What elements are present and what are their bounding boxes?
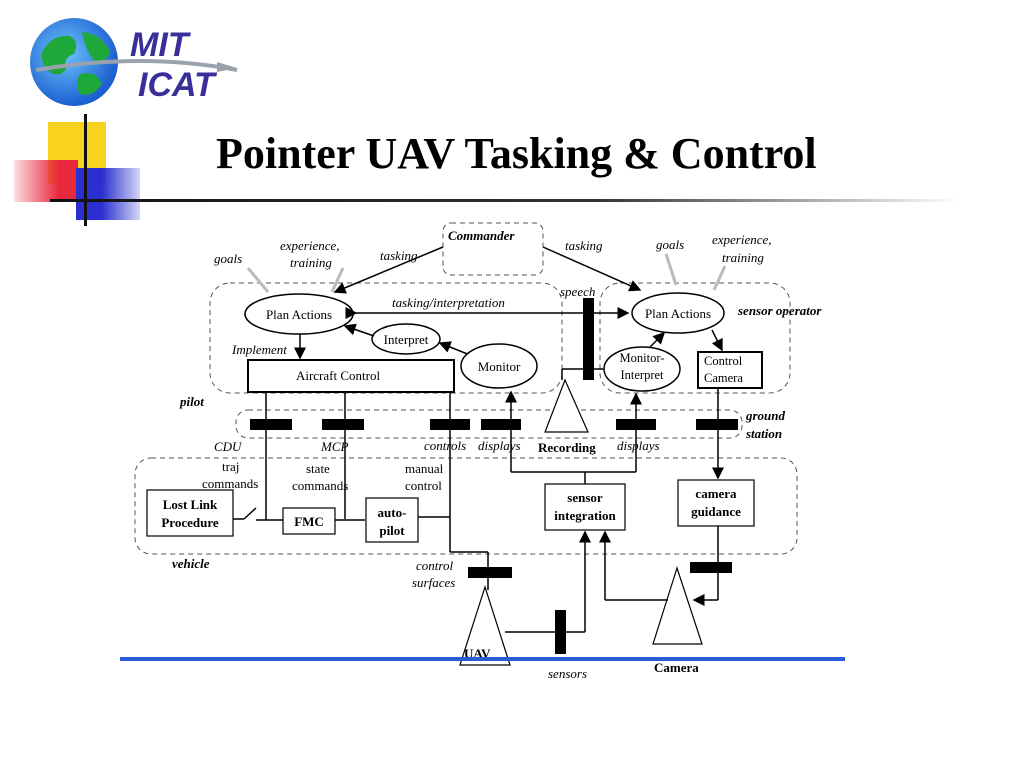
vehicle-region [134,457,798,555]
training-left-label: training [290,255,332,270]
vehicle-label: vehicle [172,556,210,571]
implement-label: Implement [231,342,287,357]
experience-left-label: experience, [280,238,340,253]
camera-guidance-box [677,479,755,527]
fmc-label: FMC [294,514,324,529]
traj-label: traj [222,459,239,474]
sensor-integration-box [544,483,626,531]
title-divider [50,199,960,202]
mcp-label: MCP [320,439,349,454]
uav-triangle [459,585,511,666]
globe-icon [30,18,238,106]
manual-label: manual [405,461,444,476]
state-commands-label: commands [292,478,348,493]
aircraft-control-label: Aircraft Control [296,368,381,383]
training-right-label: training [722,250,764,265]
sensor-integration-label-1: sensor [567,490,603,505]
station-label: station [745,426,782,441]
sensors-label: sensors [548,666,587,681]
control-surfaces-label-2: surfaces [412,575,455,590]
tasking-interpretation-label: tasking/interpretation [392,295,505,310]
lost-link-procedure-box [146,489,234,537]
pilot-label: pilot [179,394,204,409]
recording-triangle [544,378,589,433]
sensor-integration-label-2: integration [554,508,616,523]
plan-actions-left-label: Plan Actions [266,307,332,322]
speech-channel-bar [583,298,594,380]
deco-red-square [14,160,78,202]
commander-label: Commander [448,228,515,243]
sensors-bar [555,610,566,654]
recording-label: Recording [538,440,596,455]
deco-vertical-line [84,114,87,226]
manual-control-label: control [405,478,442,493]
camera-guidance-label-1: camera [695,486,737,501]
control-camera-label-1: Control [704,354,743,368]
sensor-operator-region [599,282,791,394]
monitor-interpret-label-1: Monitor- [620,351,665,365]
logo-icat-text: ICAT [138,66,215,104]
camera-interface-bar [696,419,738,430]
monitor-interpret-label-2: Interpret [620,368,664,382]
monitor-node [460,343,538,389]
autopilot-label-2: pilot [379,523,405,538]
speech-label: speech [560,284,595,299]
camera-guidance-label-2: guidance [691,504,741,519]
camera-triangle [652,566,703,645]
monitor-label: Monitor [478,359,521,374]
ground-station-region [235,409,743,439]
aircraft-control-box [247,359,455,393]
control-camera-label-2: Camera [704,371,743,385]
control-surfaces-bar [468,567,512,578]
plan-actions-right-node [631,292,725,334]
autopilot-label-1: auto- [378,505,407,520]
displays-left-label: displays [478,438,521,453]
sensor-operator-label: sensor operator [737,303,822,318]
lost-link-label-1: Lost Link [163,497,218,512]
autopilot-box [365,497,419,543]
goals-right-label: goals [656,237,684,252]
displays-left-interface-bar [481,419,521,430]
slide-title: Pointer UAV Tasking & Control [216,129,817,178]
ground-label: ground [745,408,786,423]
experience-right-label: experience, [712,232,772,247]
mcp-interface-bar [322,419,364,430]
cdu-interface-bar [250,419,292,430]
control-camera-box [697,351,763,389]
goals-left-label: goals [214,251,242,266]
tasking-left-label: tasking [380,248,418,263]
lost-link-label-2: Procedure [161,515,219,530]
logo-mit-text: MIT [130,26,189,64]
camera-guidance-bar [690,562,732,573]
cdu-label: CDU [214,439,243,454]
fmc-box [282,507,336,535]
tasking-right-label: tasking [565,238,603,253]
mit-icat-logo: MIT ICAT [22,12,252,112]
interpret-node [371,323,441,355]
interpret-label: Interpret [384,332,429,347]
control-surfaces-label-1: control [416,558,453,573]
traj-commands-label: commands [202,476,258,491]
displays-right-label: displays [617,438,660,453]
camera-label: Camera [654,660,699,675]
controls-label: controls [424,438,466,453]
pilot-region [209,282,563,394]
plan-actions-right-label: Plan Actions [645,306,711,321]
state-label: state [306,461,330,476]
